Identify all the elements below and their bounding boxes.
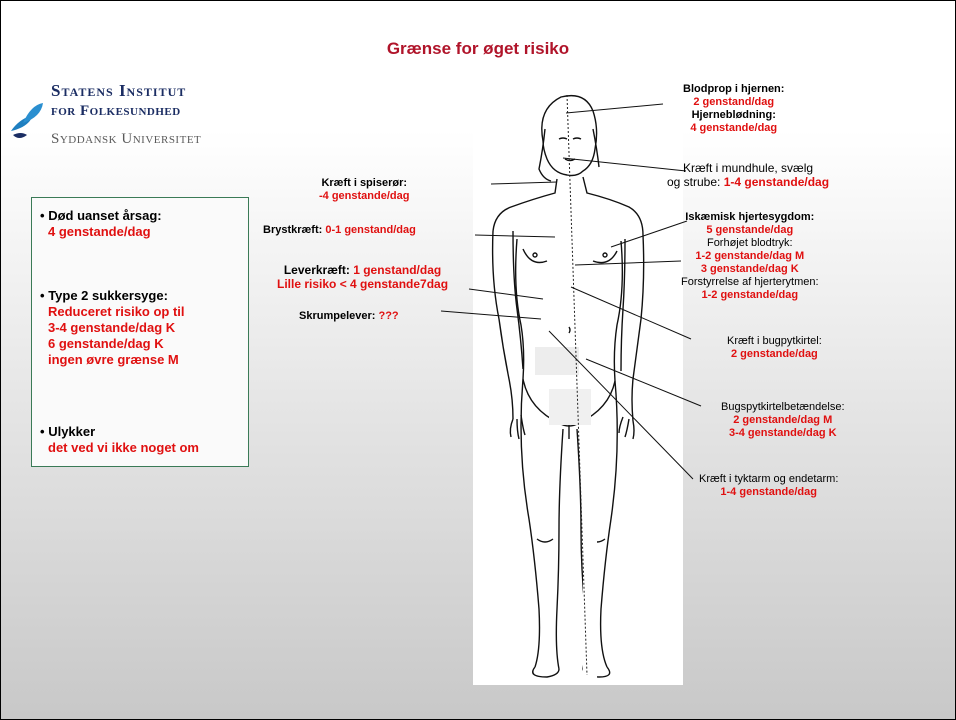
label-colon-cancer: Kræft i tyktarm og endetarm: 1-4 genstan… (699, 473, 838, 499)
label-head: Brystkræft: (263, 224, 325, 236)
label-head: Kræft i spiserør: (321, 177, 407, 189)
label-esophagus: Kræft i spiserør: -4 genstande/dag (319, 177, 409, 203)
label-cardio: Iskæmisk hjertesygdom: 5 genstande/dag F… (681, 211, 819, 302)
label-value: 1-2 genstande/dag M (695, 250, 804, 262)
label-head: Skrumpelever: (299, 310, 378, 322)
label-stroke: Blodprop i hjernen: 2 genstand/dag Hjern… (683, 83, 784, 135)
label-mouth-cancer: Kræft i mundhule, svælg og strube: 1-4 g… (667, 161, 829, 189)
label-head: Kræft i mundhule, svælg (683, 161, 813, 175)
label-value: 3-4 genstande/dag K (729, 427, 837, 439)
label-head: Bugspytkirtelbetændelse: (721, 401, 845, 413)
label-head: Forstyrrelse af hjerterytmen: (681, 276, 819, 288)
label-value: 0-1 genstand/dag (325, 224, 415, 236)
label-head: og strube: (667, 175, 724, 189)
label-pancreas-cancer: Kræft i bugpytkirtel: 2 genstande/dag (727, 335, 822, 361)
label-head: Iskæmisk hjertesygdom: (685, 211, 814, 223)
label-head: Kræft i bugpytkirtel: (727, 335, 822, 347)
label-value: -4 genstande/dag (319, 190, 409, 202)
label-liver-cancer: Leverkræft: 1 genstand/dag Lille risiko … (277, 263, 448, 291)
label-value: 2 genstande/dag M (733, 414, 832, 426)
label-value: ??? (378, 310, 398, 322)
label-value: 1 genstand/dag (353, 263, 441, 277)
label-cirrhosis: Skrumpelever: ??? (299, 310, 399, 323)
label-head: Leverkræft: (284, 263, 353, 277)
label-value: Lille risiko < 4 genstande7dag (277, 277, 448, 291)
label-value: 4 genstande/dag (690, 122, 777, 134)
label-head: Forhøjet blodtryk: (707, 237, 793, 249)
label-value: 2 genstand/dag (693, 96, 774, 108)
label-value: 3 genstande/dag K (701, 263, 799, 275)
label-value: 5 genstande/dag (706, 224, 793, 236)
label-head: Hjerneblødning: (692, 109, 776, 121)
label-breast-cancer: Brystkræft: 0-1 genstand/dag (263, 224, 416, 237)
label-value: 1-4 genstande/dag (724, 175, 829, 189)
label-value: 1-2 genstande/dag (701, 289, 798, 301)
label-head: Blodprop i hjernen: (683, 83, 784, 95)
label-value: 2 genstande/dag (731, 348, 818, 360)
label-value: 1-4 genstande/dag (720, 486, 817, 498)
label-head: Kræft i tyktarm og endetarm: (699, 473, 838, 485)
label-pancreatitis: Bugspytkirtelbetændelse: 2 genstande/dag… (721, 401, 845, 440)
